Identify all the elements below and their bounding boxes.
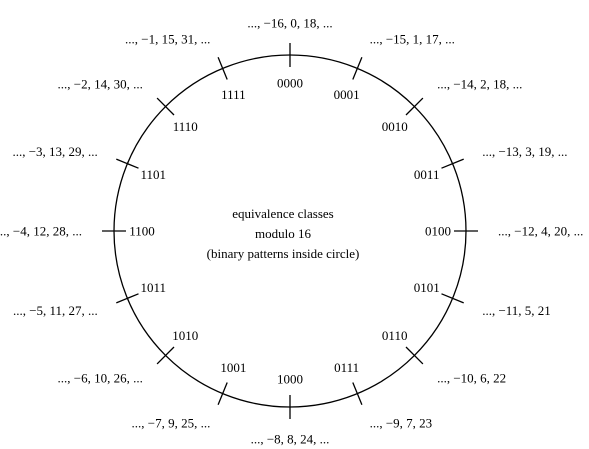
binary-label-1001: 1001 (220, 360, 246, 375)
binary-label-0000: 0000 (277, 76, 303, 91)
tick-0011 (441, 158, 464, 169)
class-label-0100: ..., −12, 4, 20, ... (498, 224, 583, 239)
class-label-0111: ..., −9, 7, 23 (370, 416, 433, 431)
center-caption-line-3: (binary patterns inside circle) (207, 246, 360, 261)
center-caption: equivalence classes modulo 16 (binary pa… (207, 206, 360, 261)
binary-label-0100: 0100 (425, 224, 451, 239)
center-caption-line-2: modulo 16 (255, 226, 311, 241)
binary-label-0111: 0111 (334, 360, 359, 375)
class-label-0011: ..., −13, 3, 19, ... (482, 144, 567, 159)
tick-0110 (405, 346, 424, 365)
tick-1001 (217, 382, 228, 405)
binary-label-0001: 0001 (334, 87, 360, 102)
class-label-1000: ..., −8, 8, 24, ... (251, 432, 330, 447)
binary-labels: 0000 0001 0010 0011 0100 0101 0110 0111 1000 1001… (129, 76, 451, 387)
tick-1111 (217, 57, 228, 80)
class-label-1011: ..., −5, 11, 27, ... (13, 303, 98, 318)
binary-label-0110: 0110 (382, 328, 408, 343)
class-label-1010: ..., −6, 10, 26, ... (58, 371, 143, 386)
binary-label-1100: 1100 (129, 224, 155, 239)
binary-label-1101: 1101 (141, 167, 167, 182)
binary-label-0010: 0010 (382, 119, 408, 134)
class-label-1101: ..., −3, 13, 29, ... (12, 144, 97, 159)
binary-label-1000: 1000 (277, 372, 303, 387)
tick-0111 (352, 382, 363, 405)
binary-label-1011: 1011 (141, 280, 167, 295)
tick-0101 (441, 293, 464, 304)
class-label-0000: ..., −16, 0, 18, ... (247, 16, 332, 31)
class-label-1100: ..., −4, 12, 28, ... (0, 224, 82, 239)
center-caption-line-1: equivalence classes (232, 206, 333, 221)
tick-0010 (405, 97, 424, 116)
class-label-1110: ..., −2, 14, 30, ... (58, 76, 143, 91)
binary-label-1110: 1110 (173, 119, 198, 134)
class-label-0001: ..., −15, 1, 17, ... (370, 31, 455, 46)
tick-1011 (116, 293, 139, 304)
binary-label-1010: 1010 (172, 328, 198, 343)
class-label-0101: ..., −11, 5, 21 (482, 303, 551, 318)
class-label-0110: ..., −10, 6, 22 (437, 371, 506, 386)
tick-1101 (116, 158, 139, 169)
binary-label-1111: 1111 (221, 87, 246, 102)
tick-0001 (352, 57, 363, 80)
tick-marks (102, 43, 478, 419)
equivalence-class-labels: ..., −16, 0, 18, ... ..., −15, 1, 17, ...… (0, 16, 583, 447)
class-label-0010: ..., −14, 2, 18, ... (437, 76, 522, 91)
class-label-1001: ..., −7, 9, 25, ... (132, 416, 211, 431)
tick-1010 (156, 346, 175, 365)
class-label-1111: ..., −1, 15, 31, ... (125, 31, 210, 46)
binary-label-0011: 0011 (414, 167, 440, 182)
tick-1110 (156, 97, 175, 116)
binary-label-0101: 0101 (414, 280, 440, 295)
